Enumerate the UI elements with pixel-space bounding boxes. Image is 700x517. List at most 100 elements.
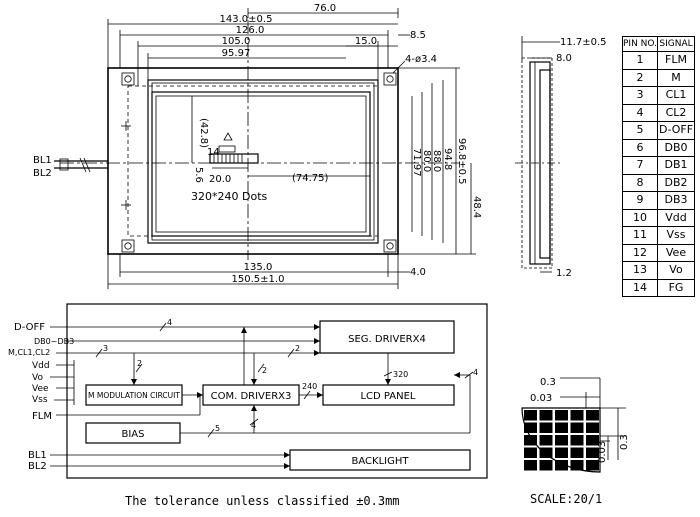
pixel-dot: [524, 435, 537, 446]
bus-label: 2: [137, 359, 142, 368]
pin-number: 10: [622, 208, 658, 227]
pixel-dot: [586, 435, 599, 446]
pin-number: 13: [622, 261, 658, 280]
tolerance-note: The tolerance unless classified ±0.3mm: [125, 494, 400, 508]
pin-number: 3: [622, 86, 658, 105]
pin-number: 4: [622, 103, 658, 122]
pixel-dot: [586, 460, 599, 471]
input-vdd: Vdd: [32, 361, 50, 371]
bl1-label: BL1: [33, 155, 52, 166]
pixel-grid: [524, 410, 599, 471]
dim-74-75: (74.75): [292, 173, 329, 184]
module-boundary: [66, 303, 488, 479]
top-dimension-lines: [107, 8, 410, 86]
pin-number: 6: [622, 138, 658, 157]
dim-143: 143.0±0.5: [220, 14, 273, 25]
pin-signal: CL1: [657, 86, 695, 105]
pixel-dot: [539, 422, 553, 433]
dim-8-5: 8.5: [410, 30, 426, 41]
input-flm: FLM: [32, 411, 52, 422]
seg-driver-block: [319, 320, 455, 354]
pin-signal: DB0: [657, 138, 695, 157]
pixel-dot: [524, 460, 537, 471]
signal-lines: [50, 322, 474, 467]
dim-20: 20.0: [209, 174, 231, 185]
pin-no-header: PIN NO.: [622, 36, 658, 52]
pixel-dot: [570, 460, 584, 471]
arrowheads: [131, 324, 460, 469]
dim-1-2: 1.2: [556, 268, 572, 279]
block-diagram: SEG. DRIVERX4 M MODULATION CIRCUIT COM. …: [8, 303, 488, 479]
pin-signal: FG: [657, 278, 695, 297]
signal-header: SIGNAL: [657, 36, 695, 52]
dim-71-97: 71.97: [411, 148, 422, 177]
pin-signal: Vss: [657, 226, 695, 245]
active-area: [155, 95, 367, 233]
bezel-outline: [147, 79, 379, 244]
pixel-dot: [555, 460, 568, 471]
pixel-dot: [586, 410, 599, 421]
dim-135: 135.0: [244, 262, 273, 273]
lcd-panel-label: LCD PANEL: [360, 391, 415, 402]
pixel-dim-0-3: 0.3: [540, 377, 556, 388]
pin-number: 8: [622, 173, 658, 192]
input-bl2: BL2: [28, 461, 47, 472]
bus-label: 240: [302, 382, 317, 391]
pixel-dot: [555, 422, 568, 433]
front-view: BL1 BL2 76.0 143.0±0.5 126.0 105.0 15.0 …: [33, 3, 482, 289]
pin-number: 9: [622, 191, 658, 210]
pixel-dot: [539, 447, 553, 458]
dim-8-0: 8.0: [556, 53, 572, 64]
pin-signal: M: [657, 68, 695, 87]
pixel-dim-0-03-v: 0.03: [597, 441, 608, 463]
pin-number: 11: [622, 226, 658, 245]
pixel-dot: [539, 460, 553, 471]
pin-number: 1: [622, 51, 658, 70]
pin-signal: Vdd: [657, 208, 695, 227]
bottom-dimension-lines: [107, 254, 410, 289]
dim-88: 88.0: [431, 150, 442, 172]
mounting-hole: [121, 72, 397, 253]
input-m-cl1-cl2: M,CL1,CL2: [8, 348, 50, 357]
pixel-dot: [586, 422, 599, 433]
pixel-dot: [555, 410, 568, 421]
input-d-off: D-OFF: [14, 322, 45, 333]
pin-signal: D-OFF: [657, 121, 695, 140]
pin-number: 7: [622, 156, 658, 175]
side-view: 11.7±0.5 8.0 1.2: [515, 36, 607, 279]
input-vss: Vss: [32, 395, 48, 405]
pin-signal: DB2: [657, 173, 695, 192]
bus-label: 3: [103, 344, 108, 353]
input-vee: Vee: [32, 384, 49, 394]
seg-driver-label: SEG. DRIVERX4: [348, 334, 426, 345]
dim-76: 76.0: [314, 3, 336, 14]
pixel-dot: [570, 422, 584, 433]
pixel-dot: [570, 410, 584, 421]
pixel-dot: [586, 447, 599, 458]
input-vo: Vo: [32, 373, 43, 383]
bus-label: 4: [251, 421, 256, 430]
pixel-dot: [555, 435, 568, 446]
bus-label: 2: [295, 344, 300, 353]
dim-5-6: 5.6: [193, 167, 204, 183]
pixel-dot: [524, 422, 537, 433]
dim-11-7: 11.7±0.5: [560, 37, 607, 48]
dim-94-8: 94.8: [442, 148, 453, 170]
dim-80: 80.0: [421, 150, 432, 172]
pin-signal: DB3: [657, 191, 695, 210]
pixel-dot: [539, 435, 553, 446]
bus-label: 4: [167, 318, 172, 327]
scale-label: SCALE:20/1: [530, 492, 602, 506]
input-bl1: BL1: [28, 450, 47, 461]
right-dimension-lines: [398, 67, 476, 255]
dim-95-97: 95.97: [222, 48, 251, 59]
